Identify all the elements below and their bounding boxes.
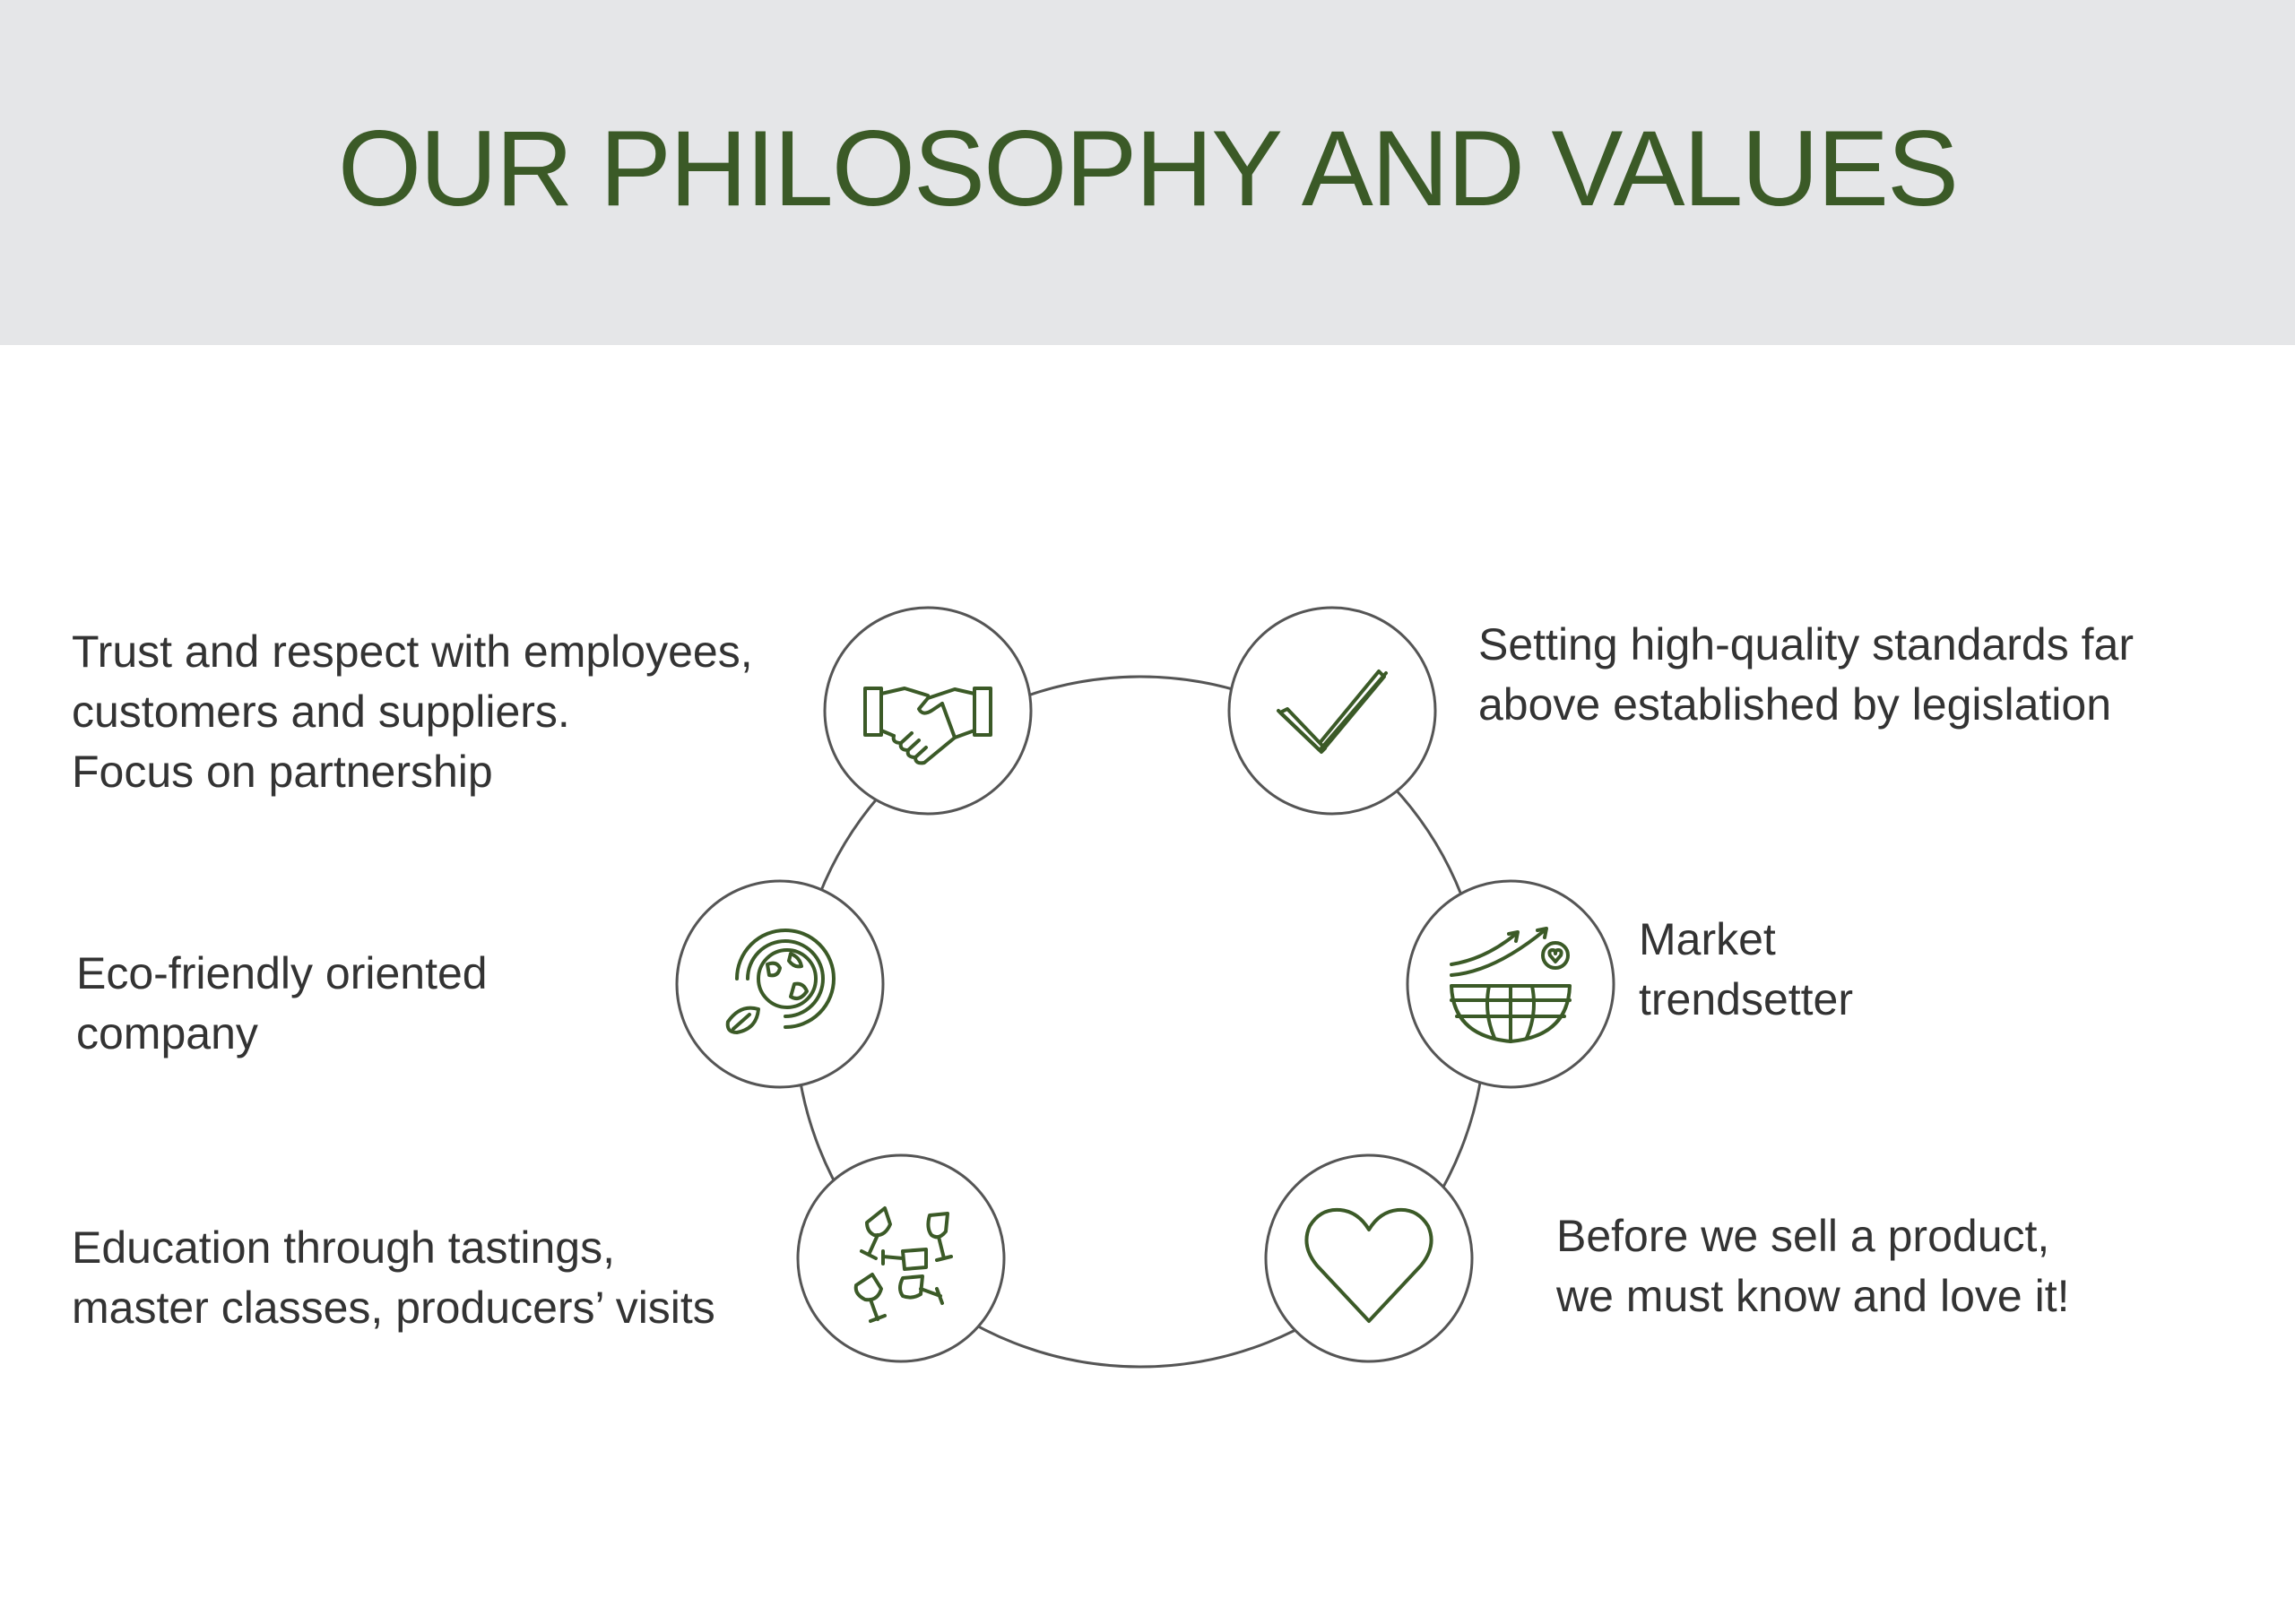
- page-title: OUR PHILOSOPHY AND VALUES: [337, 108, 1959, 229]
- value-label-trendsetter: Market trendsetter: [1639, 914, 1854, 1024]
- value-label-love: Before we sell a product, we must know a…: [1556, 1211, 2070, 1321]
- checkmark-icon: [1227, 606, 1437, 816]
- value-label-eco: Eco-friendly oriented company: [76, 948, 488, 1058]
- heart-icon: [1264, 1153, 1474, 1363]
- value-label-quality: Setting high-quality standards far above…: [1478, 619, 2134, 730]
- handshake-icon: [823, 606, 1033, 816]
- header-band: OUR PHILOSOPHY AND VALUES: [0, 0, 2295, 345]
- market-trend-globe-icon: [1406, 879, 1615, 1089]
- wine-glasses-icon: [796, 1153, 1006, 1363]
- eco-globe-icon: [675, 879, 885, 1089]
- value-label-partnership: Trust and respect with employees, custom…: [72, 626, 753, 797]
- value-label-education: Education through tastings, master class…: [72, 1222, 715, 1333]
